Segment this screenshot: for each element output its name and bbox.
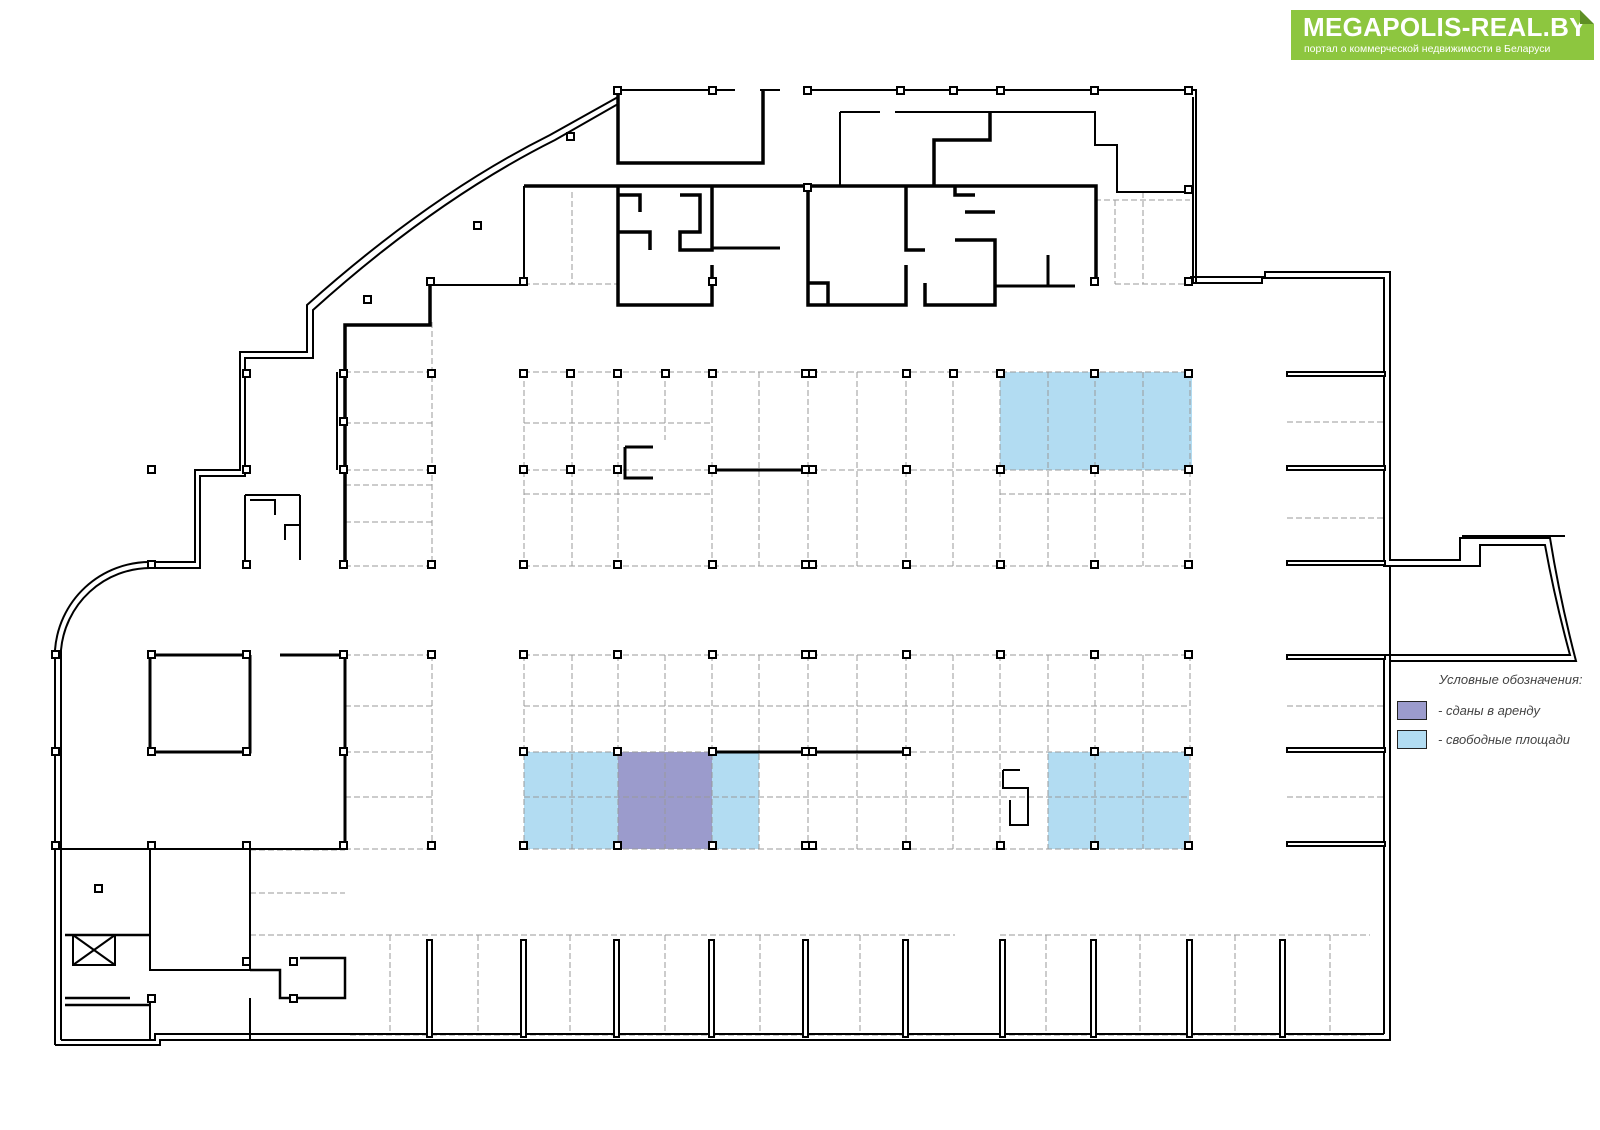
free-zone-lower-right	[1048, 752, 1189, 849]
structural-columns	[51, 86, 1193, 1003]
legend-label-free: - свободные площади	[1438, 732, 1571, 747]
logo-subtitle: портал о коммерческой недвижимости в Бел…	[1304, 43, 1551, 55]
free-zone-upper-right	[1000, 372, 1192, 470]
free-swatch	[1397, 730, 1427, 749]
legend-item-rented: - сданы в аренду	[1397, 701, 1587, 723]
parking-grid	[250, 192, 1385, 1036]
legend-title: Условные обозначения:	[1439, 672, 1583, 687]
brand-logo[interactable]: MEGAPOLIS-REAL.BY портал о коммерческой …	[1291, 10, 1594, 60]
rented-swatch	[1397, 701, 1427, 720]
stall-separators	[426, 371, 1386, 1038]
legend-item-free: - свободные площади	[1397, 730, 1587, 752]
free-zone-lower-mid	[712, 752, 759, 849]
legend-label-rented: - сданы в аренду	[1438, 703, 1540, 718]
logo-corner-fold-icon	[1580, 10, 1594, 24]
logo-title: MEGAPOLIS-REAL.BY	[1303, 12, 1587, 42]
highlighted-zones	[524, 372, 1192, 849]
walls	[54, 89, 1578, 1046]
legend: Условные обозначения: - сданы в аренду -…	[1397, 672, 1587, 752]
free-zone-lower-left	[524, 752, 618, 849]
